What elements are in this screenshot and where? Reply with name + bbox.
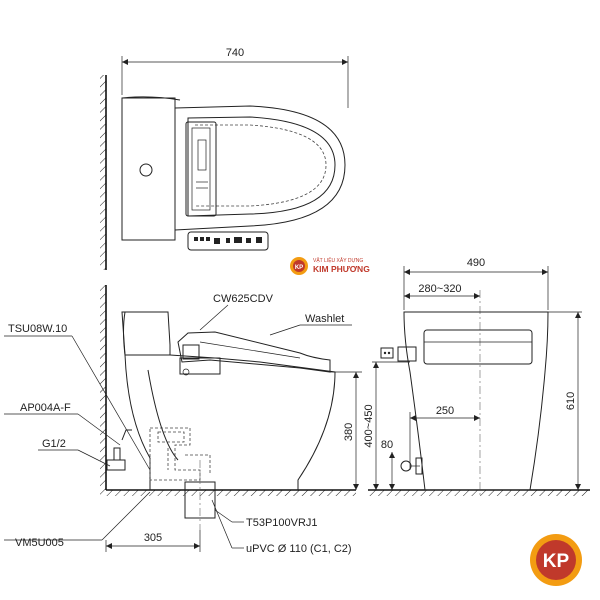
side-view: 490 280~320 610 400~450 250 80 <box>363 257 590 496</box>
brand-block: KP VẬT LIỆU XÂY DỰNG KIM PHƯƠNG <box>290 256 370 275</box>
dim-front-height: 380 <box>343 423 355 441</box>
dim-side-width: 490 <box>467 257 485 269</box>
brand-name: KIM PHƯƠNG <box>313 264 370 274</box>
side-seat <box>423 329 533 365</box>
flush-button <box>139 163 153 177</box>
front-tank <box>121 311 171 356</box>
side-supply-valve <box>400 460 412 472</box>
label-tsu: TSU08W.10 <box>8 323 67 335</box>
dim-side-range: 400~450 <box>363 404 375 447</box>
dim-top-width: 740 <box>226 47 244 59</box>
supply-valve <box>106 459 126 471</box>
svg-text:KP: KP <box>543 551 570 572</box>
brand-tagline: VẬT LIỆU XÂY DỰNG <box>313 256 363 264</box>
socket-icon <box>380 347 394 359</box>
side-bowl-body <box>403 311 549 491</box>
top-bowl-outline <box>174 105 346 231</box>
remote-panel <box>187 231 269 251</box>
label-seat-model: CW625CDV <box>213 293 274 305</box>
top-tank-outline <box>121 97 176 241</box>
svg-text:KP: KP <box>295 265 303 271</box>
brand-logo-large: KP <box>530 534 582 586</box>
front-view: CW625CDV Washlet TSU08W.10 AP004A-F G1/2… <box>4 285 362 555</box>
dim-side-mid: 250 <box>436 405 454 417</box>
outlet-pipe <box>184 481 216 519</box>
dim-side-offset: 280~320 <box>418 283 461 295</box>
top-view: 740 <box>100 47 349 270</box>
dim-side-small: 80 <box>381 439 393 451</box>
dim-front-bottom: 305 <box>144 532 162 544</box>
washlet-seat <box>177 331 331 373</box>
label-vm: VM5U005 <box>15 537 64 549</box>
label-washlet: Washlet <box>305 313 344 325</box>
front-floor-hatch <box>106 490 356 496</box>
dim-side-height: 610 <box>565 392 577 410</box>
top-wall-hatch <box>100 75 106 270</box>
internal-trap <box>149 427 201 481</box>
label-g12: G1/2 <box>42 438 66 450</box>
label-t53: T53P100VRJ1 <box>246 517 318 529</box>
label-upvc: uPVC Ø 110 (C1, C2) <box>246 543 352 555</box>
label-ap: AP004A-F <box>20 402 71 414</box>
front-bowl-body <box>124 354 336 490</box>
